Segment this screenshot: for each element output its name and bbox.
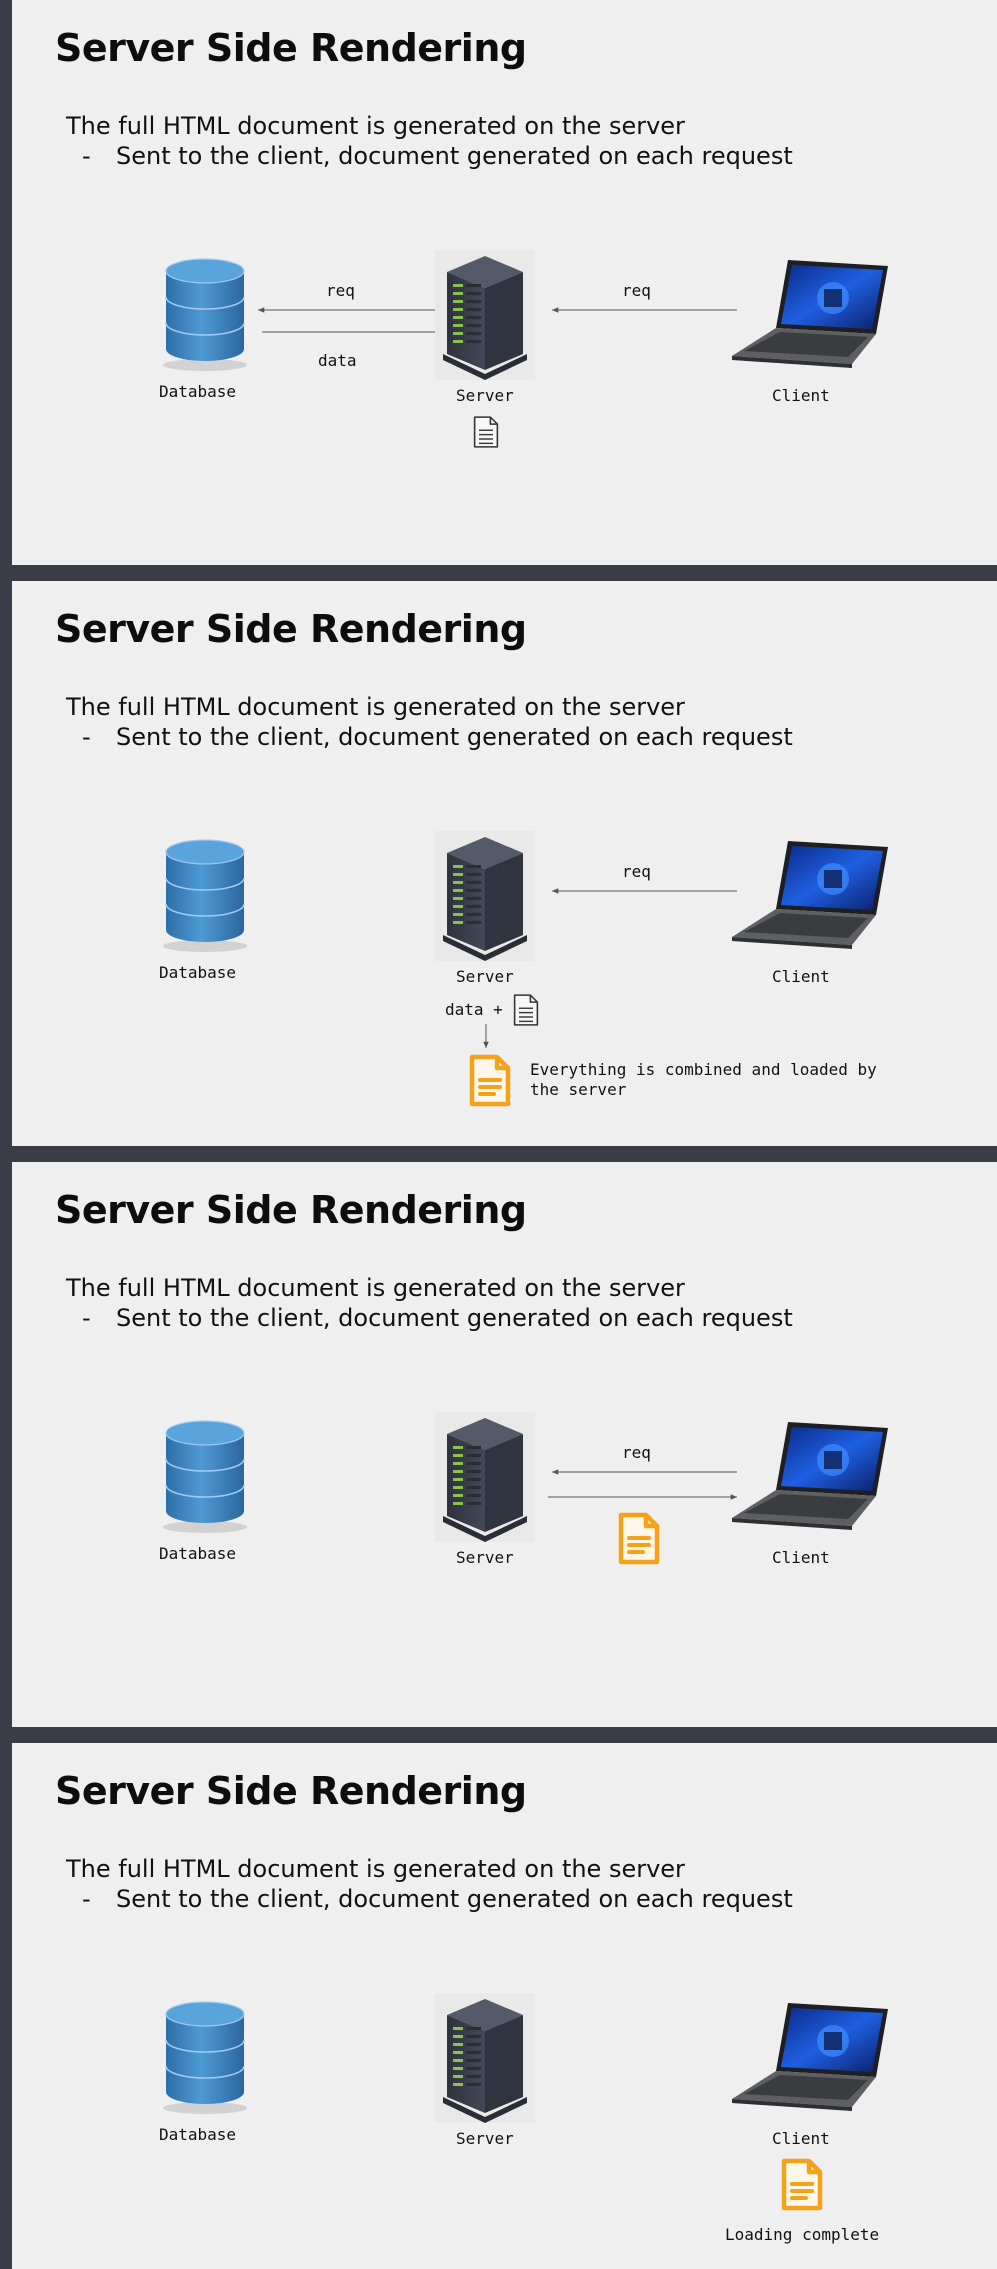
slide-title: Server Side Rendering [55, 1188, 527, 1232]
caption-line-2: the server [530, 1080, 627, 1099]
slide-2: Server Side Rendering The full HTML docu… [12, 581, 997, 1146]
server-icon [435, 250, 535, 380]
arrow-database-to-server [262, 329, 442, 335]
server-icon [435, 831, 535, 961]
client-label: Client [772, 386, 830, 405]
bullet-marker: - [82, 1304, 91, 1332]
server-label: Server [456, 967, 514, 986]
arrow-server-to-client [548, 1494, 737, 1500]
server-label: Server [456, 386, 514, 405]
arrow-label-req: req [622, 862, 651, 881]
arrow-client-to-server [552, 307, 737, 313]
bullet-marker: - [82, 142, 91, 170]
server-icon [435, 1993, 535, 2123]
server-label: Server [456, 1548, 514, 1567]
arrow-label-req: req [622, 281, 651, 300]
client-label: Client [772, 1548, 830, 1567]
bullet-item: -Sent to the client, document generated … [82, 142, 793, 170]
laptop-icon [730, 2001, 890, 2116]
slide-3: Server Side Rendering The full HTML docu… [12, 1162, 997, 1727]
database-label: Database [159, 1544, 237, 1563]
document-orange-icon [617, 1512, 661, 1566]
arrow-client-to-server [552, 1469, 737, 1475]
bullet-item: -Sent to the client, document generated … [82, 1885, 793, 1913]
laptop-icon [730, 1420, 890, 1535]
bullet-text: Sent to the client, document generated o… [116, 1885, 793, 1913]
bullet-text: Sent to the client, document generated o… [116, 142, 793, 170]
laptop-icon [730, 258, 890, 373]
arrow-label-req: req [622, 1443, 651, 1462]
database-icon [160, 1995, 250, 2117]
slide-title: Server Side Rendering [55, 26, 527, 70]
document-orange-icon [780, 2158, 824, 2212]
database-label: Database [159, 2125, 237, 2144]
client-label: Client [772, 967, 830, 986]
arrow-combine-down [483, 1024, 489, 1048]
slide-1: Server Side Rendering The full HTML docu… [12, 0, 997, 565]
server-icon [435, 1412, 535, 1542]
database-label: Database [159, 963, 237, 982]
slide-title: Server Side Rendering [55, 1769, 527, 1813]
database-icon [160, 833, 250, 955]
laptop-icon [730, 839, 890, 954]
caption-line-1: Everything is combined and loaded by [530, 1060, 877, 1079]
arrow-server-to-database [258, 307, 440, 313]
combine-label: data + [445, 1000, 503, 1019]
document-outline-icon [472, 415, 500, 449]
database-label: Database [159, 382, 237, 401]
arrow-label-data: data [318, 351, 357, 370]
database-icon [160, 252, 250, 374]
bullet-marker: - [82, 1885, 91, 1913]
database-icon [160, 1414, 250, 1536]
document-outline-icon [512, 993, 540, 1027]
bullet-marker: - [82, 723, 91, 751]
client-label: Client [772, 2129, 830, 2148]
bullet-item: -Sent to the client, document generated … [82, 1304, 793, 1332]
arrow-label-req: req [326, 281, 355, 300]
server-label: Server [456, 2129, 514, 2148]
status-label: Loading complete [725, 2225, 880, 2244]
document-orange-icon [468, 1054, 512, 1108]
arrow-client-to-server [552, 888, 737, 894]
lead-text: The full HTML document is generated on t… [66, 693, 685, 721]
bullet-item: -Sent to the client, document generated … [82, 723, 793, 751]
bullet-text: Sent to the client, document generated o… [116, 1304, 793, 1332]
lead-text: The full HTML document is generated on t… [66, 1274, 685, 1302]
lead-text: The full HTML document is generated on t… [66, 112, 685, 140]
lead-text: The full HTML document is generated on t… [66, 1855, 685, 1883]
bullet-text: Sent to the client, document generated o… [116, 723, 793, 751]
slide-title: Server Side Rendering [55, 607, 527, 651]
slide-4: Server Side Rendering The full HTML docu… [12, 1743, 997, 2269]
